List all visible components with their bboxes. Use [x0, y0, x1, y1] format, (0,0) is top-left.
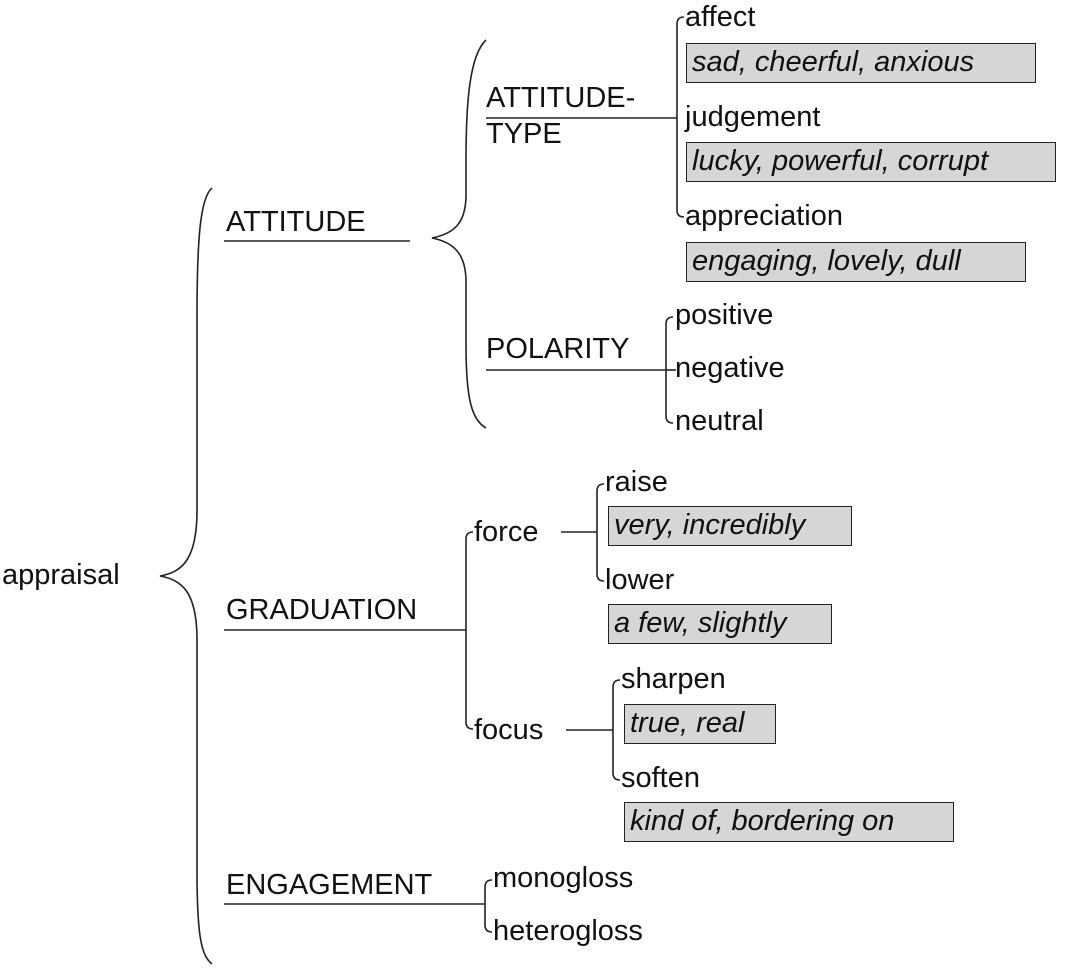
examples-soften: kind of, bordering on — [624, 802, 954, 842]
attitude-type-label: ATTITUDE- TYPE — [486, 80, 686, 152]
attitude-label: ATTITUDE — [226, 206, 366, 238]
option-negative: negative — [675, 352, 785, 384]
option-heterogloss: heterogloss — [493, 915, 643, 947]
option-neutral: neutral — [675, 405, 764, 437]
graduation-label: GRADUATION — [226, 594, 418, 626]
attitude-brace — [431, 39, 487, 429]
force-bracket — [596, 483, 605, 582]
engagement-bracket — [484, 879, 493, 933]
option-appreciation: appreciation — [685, 200, 843, 232]
examples-sharpen: true, real — [624, 704, 776, 744]
attitude-type-label-line1: ATTITUDE- — [486, 82, 636, 114]
option-positive: positive — [675, 299, 774, 331]
polarity-label: POLARITY — [486, 333, 630, 365]
option-focus: focus — [474, 714, 544, 746]
option-affect: affect — [685, 1, 756, 33]
option-force: force — [474, 516, 539, 548]
option-monogloss: monogloss — [493, 862, 634, 894]
engagement-label: ENGAGEMENT — [226, 869, 433, 901]
focus-bracket — [612, 679, 621, 781]
attitude-type-label-line2: TYPE — [486, 118, 562, 150]
option-raise: raise — [605, 466, 668, 498]
examples-raise: very, incredibly — [608, 506, 852, 546]
option-sharpen: sharpen — [621, 663, 726, 695]
examples-judgement: lucky, powerful, corrupt — [686, 142, 1056, 182]
examples-appreciation: engaging, lovely, dull — [686, 242, 1026, 282]
option-lower: lower — [605, 564, 675, 596]
root-brace — [159, 187, 213, 965]
attitude-type-bracket — [676, 16, 685, 218]
option-judgement: judgement — [685, 101, 821, 133]
option-soften: soften — [621, 762, 700, 794]
examples-affect: sad, cheerful, anxious — [686, 43, 1036, 83]
examples-lower: a few, slightly — [608, 604, 832, 644]
root-label-appraisal: appraisal — [2, 559, 120, 591]
graduation-bracket — [465, 531, 474, 730]
